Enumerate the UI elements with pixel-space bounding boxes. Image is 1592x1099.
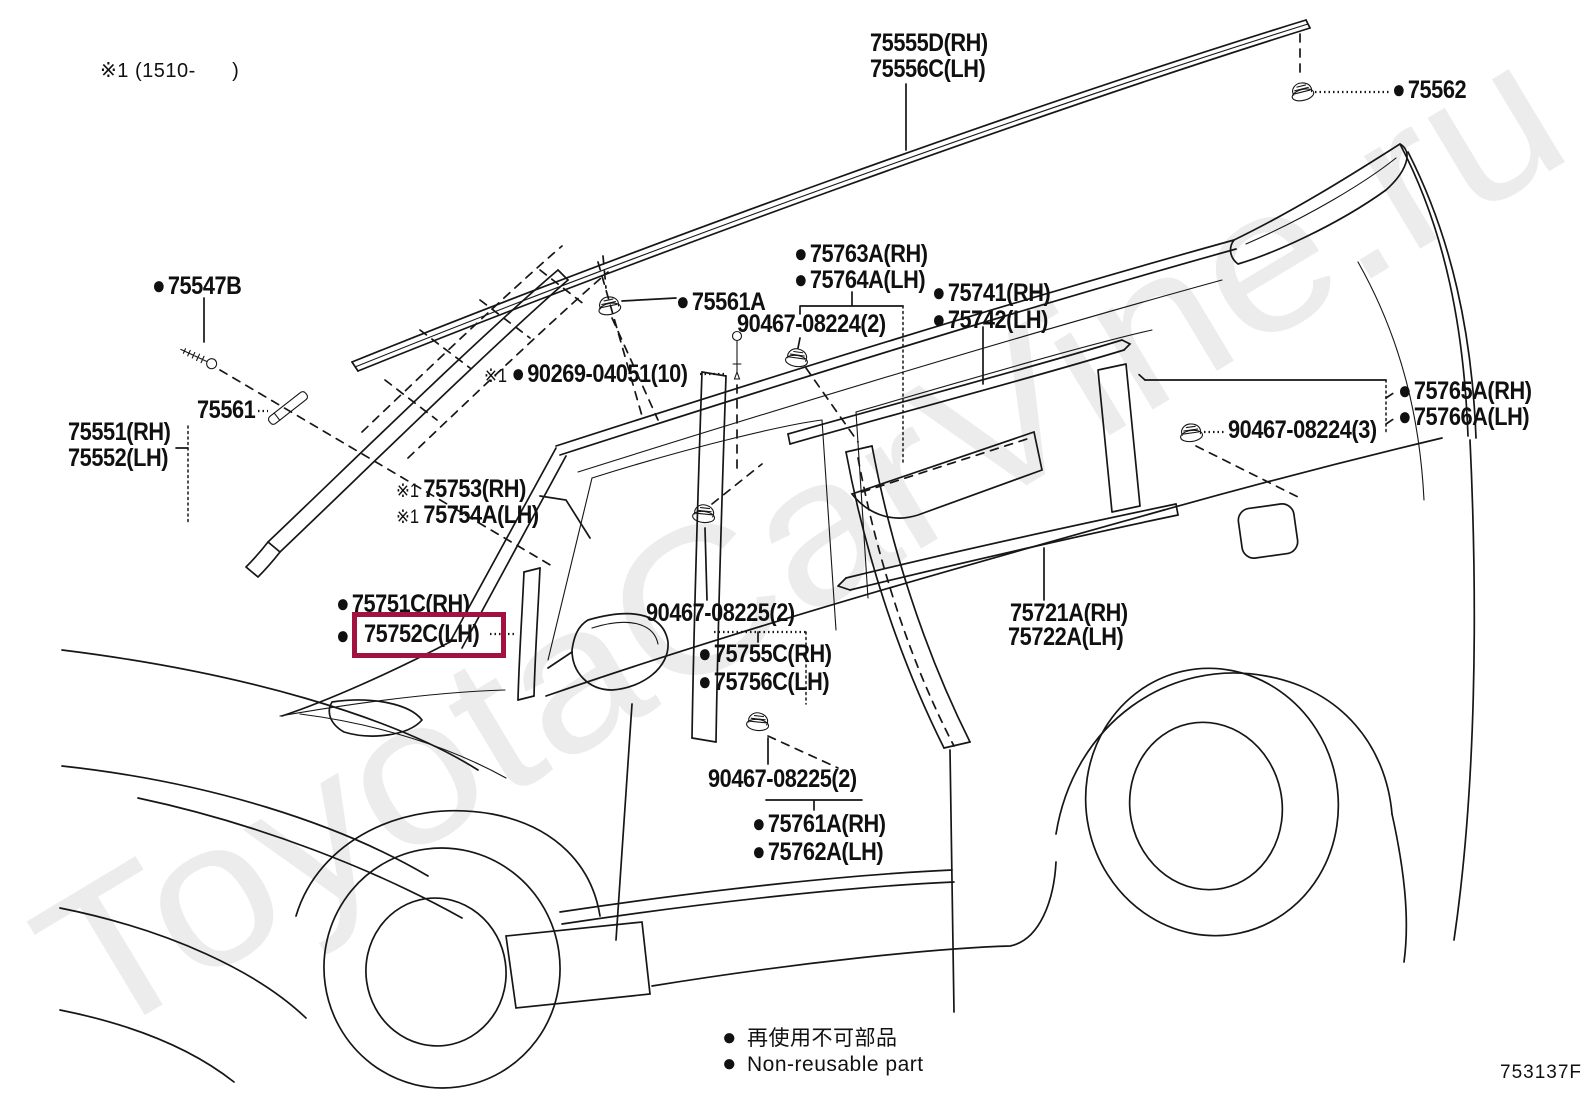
leader-lines bbox=[175, 33, 1399, 811]
part-label-75555d[interactable]: 75555D(RH) bbox=[870, 29, 988, 57]
front-wheel-shape bbox=[295, 809, 601, 1089]
belt-moulding-shapes bbox=[787, 339, 1179, 591]
non-reusable-dot-icon: ● bbox=[722, 1050, 737, 1077]
non-reusable-dot-icon: ● bbox=[794, 264, 808, 294]
non-reusable-dot-icon: ● bbox=[698, 638, 712, 668]
non-reusable-dot-icon: ● bbox=[698, 666, 712, 696]
pin-icon bbox=[731, 330, 743, 380]
clip-icon bbox=[784, 346, 810, 369]
non-reusable-dot-icon: ● bbox=[1392, 74, 1406, 104]
part-label-75741[interactable]: ●75741(RH) bbox=[932, 277, 1051, 307]
part-label-75562[interactable]: ●75562 bbox=[1392, 74, 1467, 104]
part-label-75552[interactable]: 75552(LH) bbox=[68, 444, 169, 472]
part-label-75722a[interactable]: 75722A(LH) bbox=[1008, 623, 1124, 651]
pillar-garnish-shapes bbox=[517, 363, 1141, 749]
part-label-75561a[interactable]: ●75561A bbox=[676, 286, 766, 316]
non-reusable-dot-icon: ● bbox=[1398, 375, 1412, 405]
non-reusable-dot-icon: ● bbox=[752, 808, 766, 838]
part-label-75762a[interactable]: ●75762A(LH) bbox=[752, 836, 884, 866]
side-mirror-shape bbox=[547, 612, 669, 691]
non-reusable-dot-icon: ● bbox=[722, 1024, 737, 1051]
rear-body-art bbox=[1163, 143, 1477, 963]
model-note: ※1 (1510- ) bbox=[100, 60, 240, 82]
non-reusable-dot-icon: ● bbox=[152, 270, 166, 300]
part-label-75561[interactable]: 75561 bbox=[197, 396, 256, 424]
part-label-90467-08225-2a[interactable]: 90467-08225(2) bbox=[646, 599, 795, 627]
part-label-75763a[interactable]: ●75763A(RH) bbox=[794, 238, 928, 268]
non-reusable-dot-icon: ● bbox=[676, 286, 690, 316]
legend-en: ●Non-reusable part bbox=[722, 1050, 924, 1077]
non-reusable-dot-icon: ● bbox=[794, 238, 808, 268]
rear-wheel-shape bbox=[1055, 667, 1393, 937]
part-label-75547b[interactable]: ●75547B bbox=[152, 270, 242, 300]
part-75561-shape bbox=[267, 391, 309, 425]
highlight-box-75752c[interactable]: 75752C(LH) bbox=[352, 612, 506, 658]
part-label-75756c[interactable]: ●75756C(LH) bbox=[698, 666, 830, 696]
part-label-75765a[interactable]: ●75765A(RH) bbox=[1398, 375, 1532, 405]
part-label-90467-08224-2[interactable]: 90467-08224(2) bbox=[737, 310, 886, 338]
part-label-75752c: 75752C(LH) bbox=[364, 620, 480, 648]
part-label-75761a[interactable]: ●75761A(RH) bbox=[752, 808, 886, 838]
windshield-moulding-shape bbox=[245, 245, 609, 578]
part-label-75742[interactable]: ●75742(LH) bbox=[932, 304, 1048, 334]
non-reusable-dot-icon: ● bbox=[336, 620, 350, 650]
part-label-75755c[interactable]: ●75755C(RH) bbox=[698, 638, 832, 668]
car-line-art bbox=[59, 19, 1477, 1089]
figure-code: 753137F bbox=[1500, 1062, 1583, 1083]
part-label-75766a[interactable]: ●75766A(LH) bbox=[1398, 401, 1530, 431]
non-reusable-dot-icon: ● bbox=[336, 588, 350, 618]
part-label-75764a[interactable]: ●75764A(LH) bbox=[794, 264, 926, 294]
non-reusable-dot-icon: ● bbox=[511, 358, 525, 388]
part-label-90269-04051[interactable]: ※1●90269-04051(10) bbox=[484, 358, 688, 388]
non-reusable-dot-icon: ● bbox=[1398, 401, 1412, 431]
part-label-75551[interactable]: 75551(RH) bbox=[68, 418, 171, 446]
legend-jp: ●再使用不可部品 bbox=[722, 1024, 898, 1051]
fastener-icons bbox=[180, 79, 1316, 733]
part-label-75721a[interactable]: 75721A(RH) bbox=[1010, 599, 1128, 627]
part-label-90467-08225-2b[interactable]: 90467-08225(2) bbox=[708, 765, 857, 793]
part-label-90467-08224-3[interactable]: 90467-08224(3) bbox=[1228, 416, 1377, 444]
part-label-75752c-bullet: ● bbox=[336, 620, 352, 650]
lower-body-art bbox=[505, 703, 1057, 1013]
screw-icon bbox=[180, 348, 218, 370]
fuel-lid-shape bbox=[1237, 503, 1299, 559]
clip-icon bbox=[745, 711, 771, 733]
greenhouse-art bbox=[281, 239, 1237, 717]
part-label-75556c[interactable]: 75556C(LH) bbox=[870, 55, 986, 83]
non-reusable-dot-icon: ● bbox=[752, 836, 766, 866]
non-reusable-dot-icon: ● bbox=[932, 277, 946, 307]
non-reusable-dot-icon: ● bbox=[932, 304, 946, 334]
